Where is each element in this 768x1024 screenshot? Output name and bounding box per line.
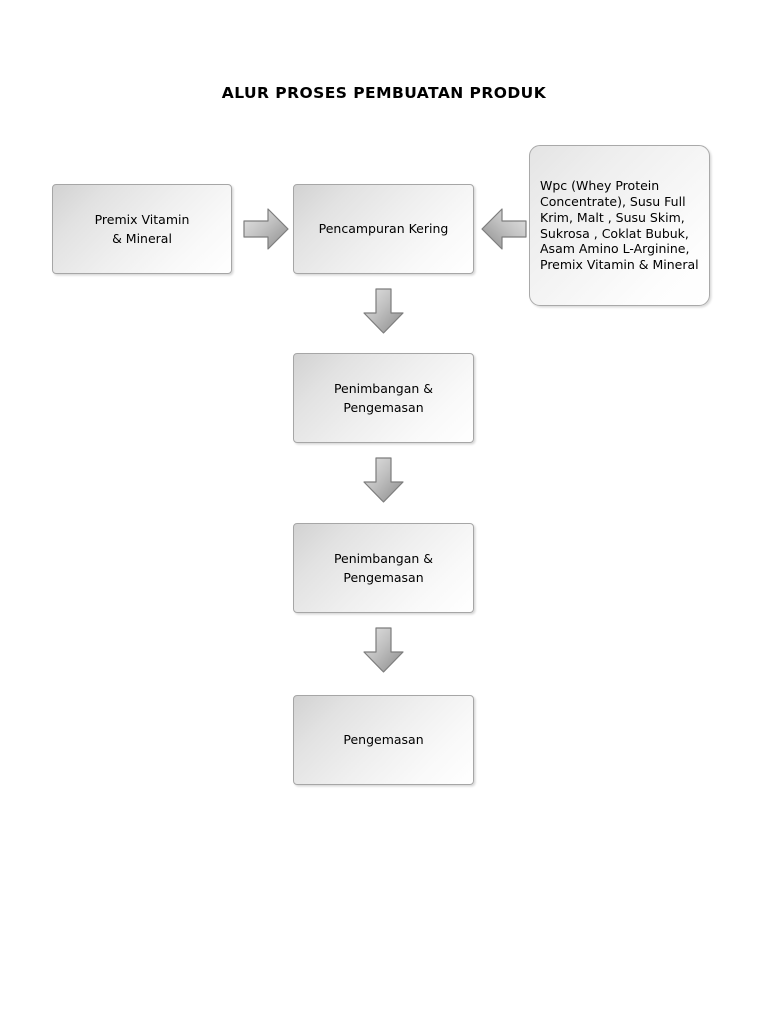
node-penimbangan-pengemasan-1[interactable]: Penimbangan & Pengemasan (293, 353, 474, 443)
node-premix-vitamin-mineral[interactable]: Premix Vitamin & Mineral (52, 184, 232, 274)
arrow-left-ingredients-to-mixing (481, 205, 527, 253)
node-label: Pengemasan (343, 732, 424, 748)
node-label: Premix Vitamin & Mineral (94, 211, 190, 246)
arrow-down-mixing-to-penimbangan-1 (361, 288, 406, 335)
node-pencampuran-kering[interactable]: Pencampuran Kering (293, 184, 474, 274)
note-ingredients-text: Wpc (Whey Protein Concentrate), Susu Ful… (540, 177, 699, 273)
node-penimbangan-pengemasan-2[interactable]: Penimbangan & Pengemasan (293, 523, 474, 613)
node-label: Penimbangan & Pengemasan (333, 550, 434, 585)
note-ingredients[interactable]: Wpc (Whey Protein Concentrate), Susu Ful… (529, 145, 710, 306)
arrow-right-premix-to-mixing (243, 205, 289, 253)
node-label: Penimbangan & Pengemasan (333, 380, 434, 415)
node-label: Pencampuran Kering (318, 221, 449, 237)
node-pengemasan[interactable]: Pengemasan (293, 695, 474, 785)
page-title: ALUR PROSES PEMBUATAN PRODUK (221, 84, 547, 102)
arrow-down-penimbangan-1-to-penimbangan-2 (361, 457, 406, 504)
arrow-down-penimbangan-2-to-pengemasan (361, 627, 406, 674)
